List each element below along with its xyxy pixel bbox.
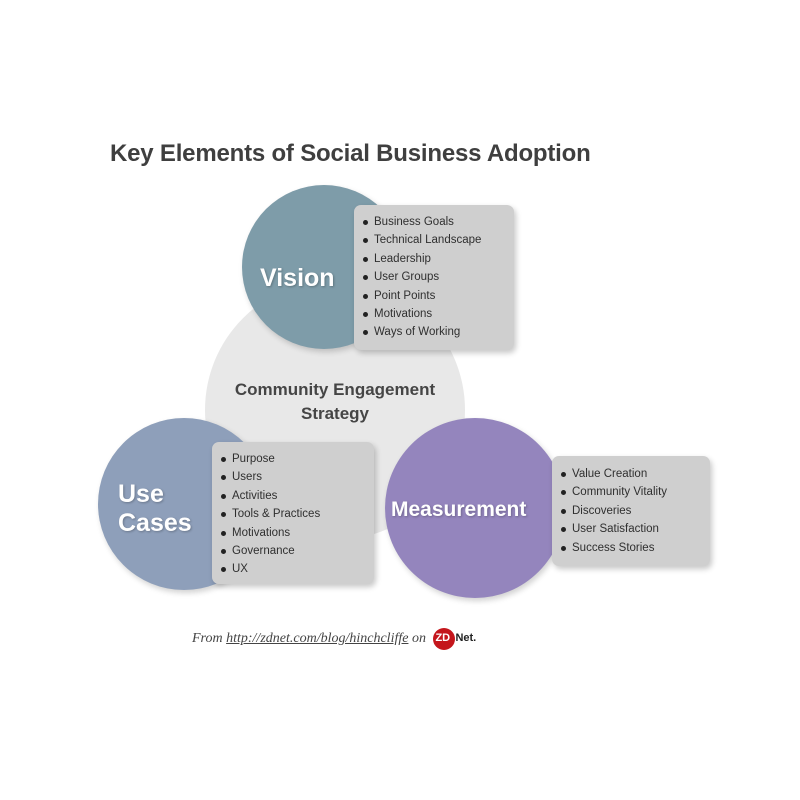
list-item: Technical Landscape [360, 231, 508, 249]
list-item: Discoveries [558, 502, 704, 520]
list-item: Activities [218, 487, 368, 505]
source-link[interactable]: http://zdnet.com/blog/hinchcliffe [226, 631, 409, 647]
list-item: Point Points [360, 287, 508, 305]
center-label: Community Engagement Strategy [205, 378, 465, 426]
list-item: Users [218, 468, 368, 486]
source-credit: From http://zdnet.com/blog/hinchcliffe o… [192, 628, 479, 650]
measurement-label: Measurement [391, 498, 527, 521]
list-item: Value Creation [558, 465, 704, 483]
list-item: User Satisfaction [558, 520, 704, 538]
zdnet-logo-disc [433, 628, 456, 650]
list-item: Motivations [360, 305, 508, 323]
diagram-title: Key Elements of Social Business Adoption [110, 140, 591, 167]
list-item: UX [218, 560, 368, 578]
center-label-line2: Strategy [300, 403, 370, 423]
list-item: Purpose [218, 450, 368, 468]
measurement-list-box: Value Creation Community Vitality Discov… [552, 456, 710, 566]
use-cases-list-box: Purpose Users Activities Tools & Practic… [212, 442, 374, 584]
list-item: Leadership [360, 250, 508, 268]
source-on: on [411, 631, 426, 647]
list-item: Success Stories [558, 539, 704, 557]
center-label-line1: Community Engagement [234, 380, 436, 399]
list-item: Community Vitality [558, 483, 704, 501]
zdnet-logo-net: Net. [455, 632, 477, 644]
list-item: Ways of Working [360, 323, 508, 341]
zdnet-logo: ZD Net. [433, 628, 479, 650]
list-item: Governance [218, 542, 368, 560]
use-cases-label-line1: Use [118, 480, 164, 508]
zdnet-logo-zd: ZD [435, 632, 451, 644]
list-item: Motivations [218, 524, 368, 542]
vision-label: Vision [260, 264, 335, 292]
use-cases-label-line2: Cases [118, 508, 192, 537]
use-cases-label: Use Cases [118, 480, 218, 538]
vision-list-box: Business Goals Technical Landscape Leade… [354, 205, 514, 350]
list-item: User Groups [360, 268, 508, 286]
measurement-circle [385, 418, 565, 598]
list-item: Business Goals [360, 213, 508, 231]
list-item: Tools & Practices [218, 505, 368, 523]
source-prefix: From [192, 631, 223, 647]
